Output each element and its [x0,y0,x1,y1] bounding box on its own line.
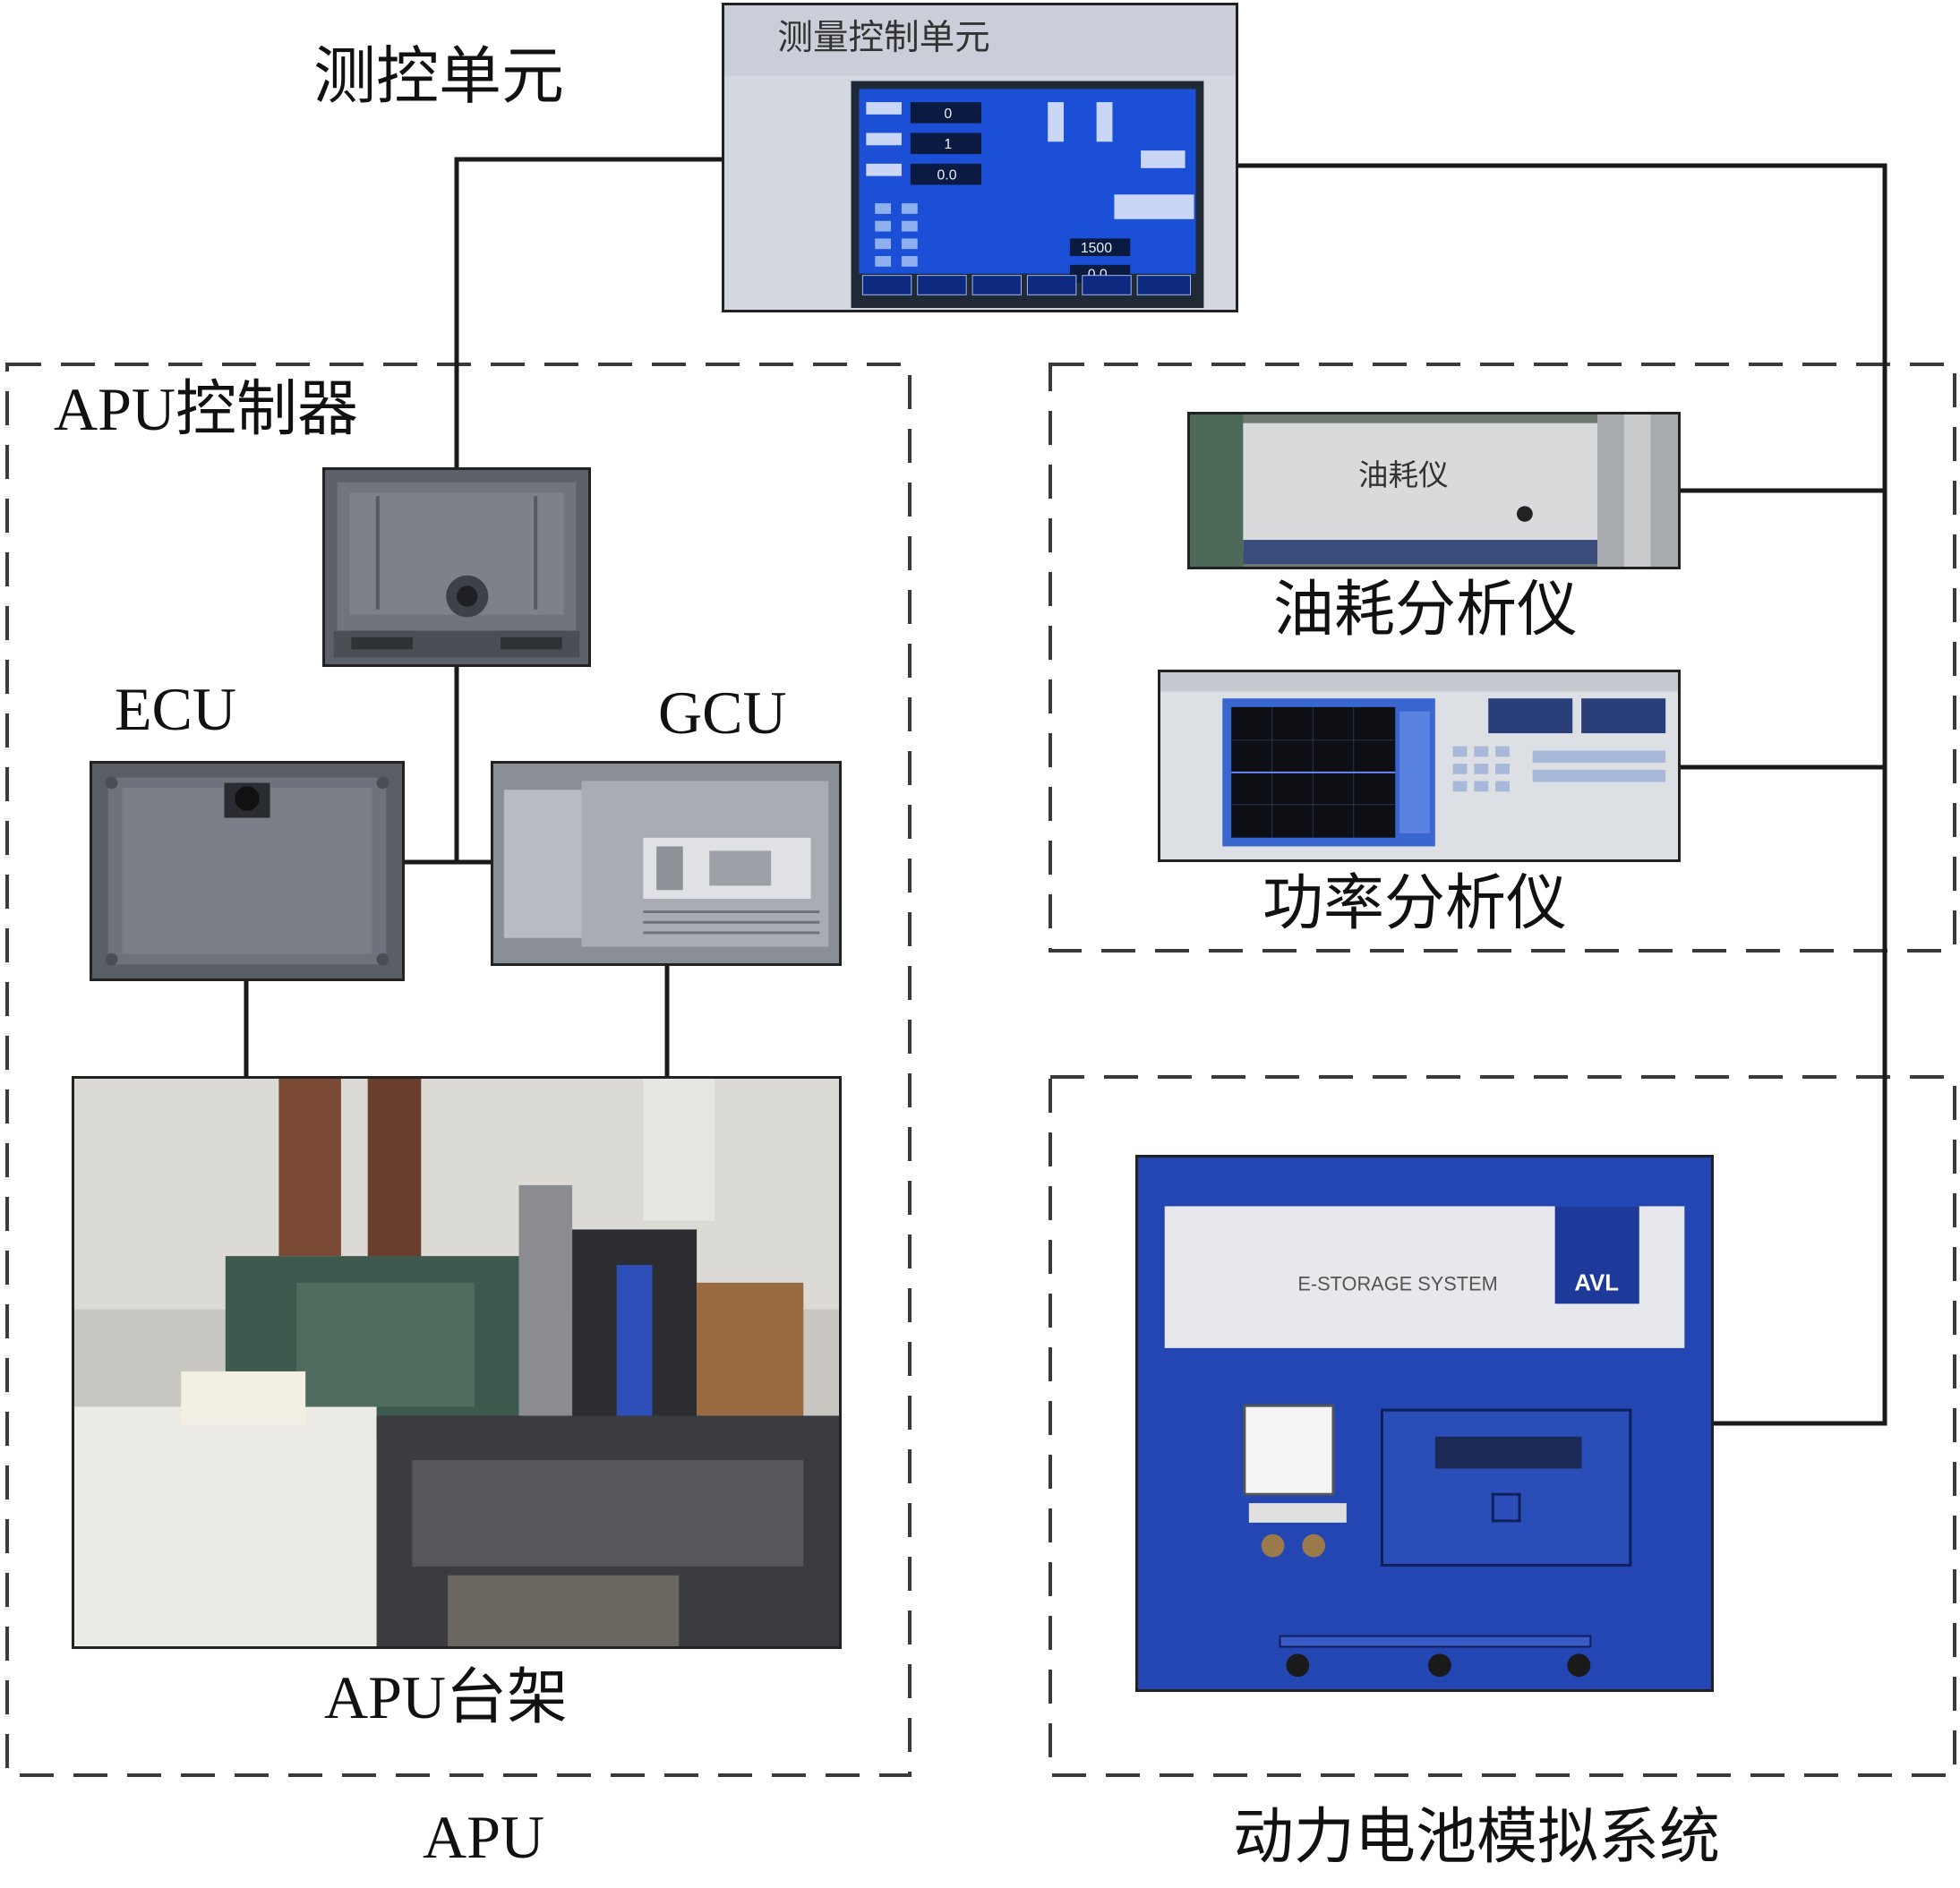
control-unit-label: 测控单元 [313,43,564,112]
wire-panel-to-bus [1238,163,1887,1426]
wire-panel-to-controller [454,157,722,467]
ecu-photo [90,761,405,981]
apu-group-label: APU [423,1803,545,1871]
gcu-photo [491,761,842,966]
svg-text:1500: 1500 [1081,241,1112,256]
power-analyzer-photo [1158,670,1681,862]
control-panel-photo: 测量控制单元 0 1 0.0 1500 0.0 [722,3,1238,312]
battery-system-label: 动力电池模拟系统 [1233,1803,1721,1871]
fuel-analyzer-plate: 油耗仪 [1358,460,1449,493]
fuel-analyzer-label: 油耗分析仪 [1273,576,1579,644]
svg-text:0.0: 0.0 [937,168,957,184]
power-analyzer-label: 功率分析仪 [1262,869,1568,937]
apu-controller-photo [322,467,591,667]
apu-rig-photo [72,1076,842,1649]
battery-brand: AVL [1574,1271,1619,1296]
svg-text:0: 0 [944,107,952,122]
battery-panel-title: E-STORAGE SYSTEM [1297,1273,1497,1295]
panel-caption: 测量控制单元 [777,18,989,57]
ecu-label: ECU [115,675,236,743]
battery-simulator-photo: AVL E-STORAGE SYSTEM [1135,1155,1714,1692]
fuel-analyzer-photo: 油耗仪 [1187,412,1681,569]
apu-controller-label: APU控制器 [54,375,359,443]
gcu-label: GCU [658,679,787,747]
battery-group-frame [1048,1075,1956,1777]
analyzer-group-frame [1048,363,1956,953]
svg-text:1: 1 [944,137,952,152]
apu-rig-label: APU台架 [324,1663,569,1731]
